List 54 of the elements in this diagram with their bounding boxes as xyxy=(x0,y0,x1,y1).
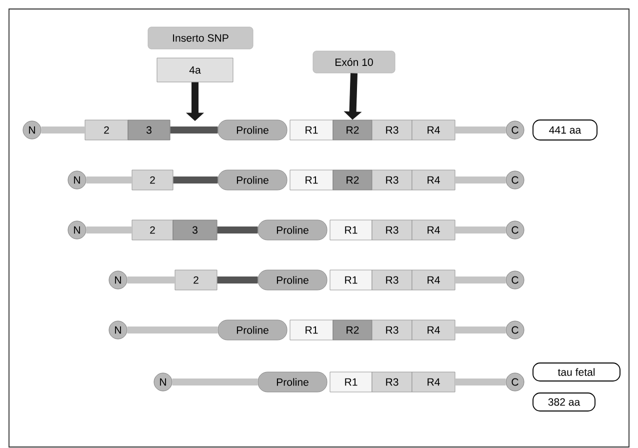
domain-box: 2 xyxy=(132,220,174,240)
proline-box: Proline xyxy=(218,320,288,340)
domain-box: R4 xyxy=(412,372,456,392)
linker-bar xyxy=(172,378,258,386)
linker-bar xyxy=(455,226,506,234)
linker-bar xyxy=(170,126,218,134)
domain-box: R1 xyxy=(290,120,334,140)
linker-bar xyxy=(41,126,85,134)
domain-box: 3 xyxy=(172,220,218,240)
domain-box: R1 xyxy=(290,170,334,190)
domain-box: R2 xyxy=(332,120,372,140)
linker-bar xyxy=(455,126,506,134)
domain-box: R4 xyxy=(412,320,456,340)
linker-bar xyxy=(217,226,258,234)
domain-box: R3 xyxy=(372,372,412,392)
domain-box: R1 xyxy=(330,372,372,392)
domain-box: 2 xyxy=(132,170,174,190)
domain-box: 2 xyxy=(174,270,218,290)
linker-bar xyxy=(455,326,506,334)
domain-box: R3 xyxy=(372,270,412,290)
domain-box: R3 xyxy=(372,220,412,240)
domain-box: R3 xyxy=(372,170,412,190)
proline-box: Proline xyxy=(218,120,288,140)
domain-box: R4 xyxy=(412,270,456,290)
domain-box: R4 xyxy=(412,120,456,140)
label-box: Inserto SNP xyxy=(148,26,254,50)
domain-box: R4 xyxy=(412,170,456,190)
linker-bar xyxy=(173,176,218,184)
domain-box: R2 xyxy=(332,170,372,190)
proline-box: Proline xyxy=(258,270,328,290)
length-tag: tau fetal xyxy=(532,362,620,382)
label-box: Exón 10 xyxy=(312,50,396,74)
proline-box: Proline xyxy=(258,372,328,392)
linker-bar xyxy=(455,176,506,184)
linker-bar xyxy=(86,226,132,234)
linker-bar xyxy=(86,176,132,184)
domain-box: 3 xyxy=(128,120,170,140)
domain-box: R3 xyxy=(372,320,412,340)
domain-box: R2 xyxy=(332,320,372,340)
linker-bar xyxy=(455,276,506,284)
domain-box: R1 xyxy=(330,270,372,290)
linker-bar xyxy=(217,276,258,284)
linker-bar xyxy=(127,276,175,284)
domain-box: R1 xyxy=(330,220,372,240)
domain-box: 2 xyxy=(84,120,128,140)
exon-box: 4a xyxy=(156,58,234,82)
domain-box: R4 xyxy=(412,220,456,240)
length-tag: 382 aa xyxy=(532,392,596,412)
domain-box: R3 xyxy=(372,120,412,140)
domain-box: R1 xyxy=(290,320,334,340)
linker-bar xyxy=(127,326,218,334)
proline-box: Proline xyxy=(258,220,328,240)
proline-box: Proline xyxy=(218,170,288,190)
length-tag: 441 aa xyxy=(532,120,598,140)
